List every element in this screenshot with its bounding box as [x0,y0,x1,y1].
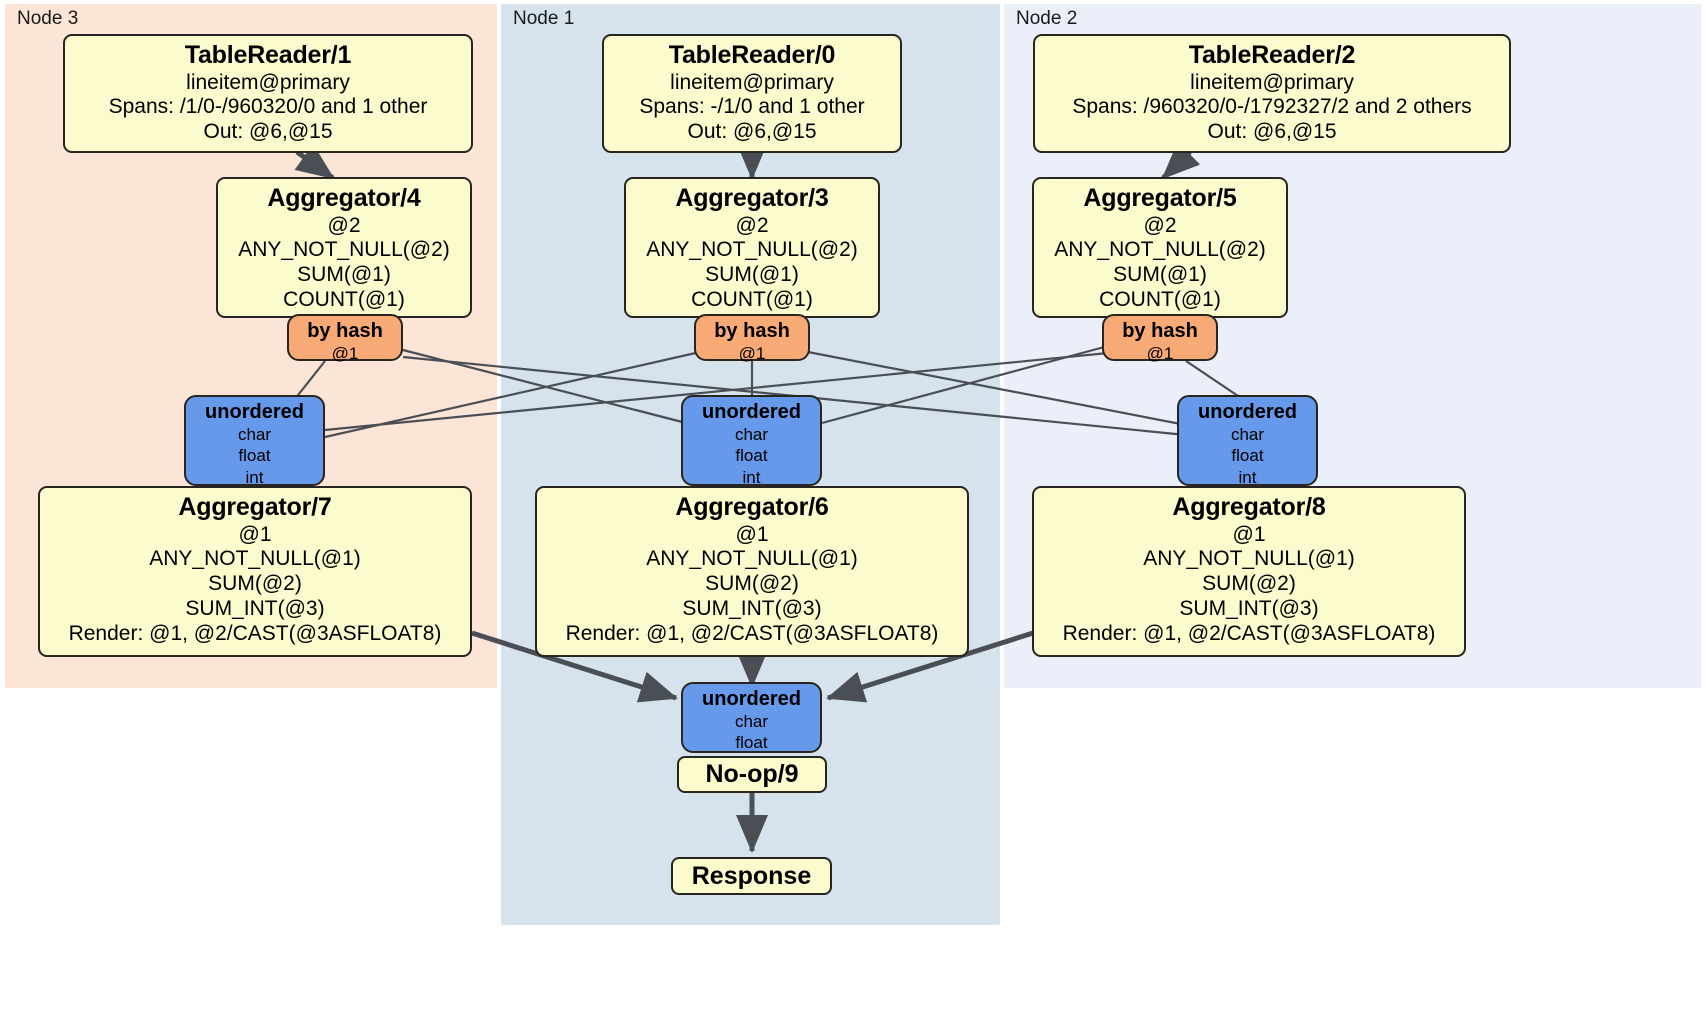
router-title: unordered [702,401,801,423]
router-detail-line: float [735,446,768,466]
processor-detail-line: Render: @1, @2/CAST(@3ASFLOAT8) [68,621,442,645]
processor-detail-line: SUM(@1) [705,263,799,287]
processor-detail-line: Out: @6,@15 [1207,120,1337,144]
processor-aggregator-4[interactable]: Aggregator/4 @2 ANY_NOT_NULL(@2) SUM(@1)… [216,177,472,318]
router-title: by hash [714,320,790,342]
processor-detail-line: COUNT(@1) [283,287,405,311]
processor-title: Response [691,861,812,890]
router-detail-line: @1 [331,344,359,363]
processor-detail-line: ANY_NOT_NULL(@1) [1143,547,1355,571]
processor-title: TableReader/0 [668,41,836,69]
router-detail-line: int [742,467,761,487]
router-detail-line: float [238,446,271,466]
processor-detail-line: Spans: -/1/0 and 1 other [639,95,865,119]
input-sync-unordered-final[interactable]: unordered char float [681,682,822,753]
processor-title: Aggregator/7 [178,493,332,521]
input-sync-unordered-node-3[interactable]: unordered char float int [184,395,325,487]
router-detail-line: float [1231,446,1264,466]
processor-detail-line: Spans: /960320/0-/1792327/2 and 2 others [1072,95,1472,119]
input-sync-unordered-node-2[interactable]: unordered char float int [1177,395,1318,487]
node-panel-label: Node 2 [1016,8,1078,29]
processor-title: TableReader/1 [184,41,352,69]
processor-detail-line: SUM(@1) [1113,263,1207,287]
processor-detail-line: lineitem@primary [1190,70,1354,94]
router-detail-line: int [1238,467,1257,487]
processor-detail-line: Out: @6,@15 [687,120,817,144]
processor-aggregator-8[interactable]: Aggregator/8 @1 ANY_NOT_NULL(@1) SUM(@2)… [1032,486,1466,657]
processor-detail-line: ANY_NOT_NULL(@2) [1054,238,1266,262]
router-title: unordered [1198,401,1297,423]
processor-title: Aggregator/6 [675,493,829,521]
input-sync-unordered-node-1[interactable]: unordered char float int [681,395,822,487]
processor-tablereader-1[interactable]: TableReader/1 lineitem@primary Spans: /1… [63,34,473,153]
processor-aggregator-7[interactable]: Aggregator/7 @1 ANY_NOT_NULL(@1) SUM(@2)… [38,486,472,657]
router-detail-line: char [1230,425,1265,444]
processor-aggregator-5[interactable]: Aggregator/5 @2 ANY_NOT_NULL(@2) SUM(@1)… [1032,177,1288,318]
router-title: by hash [307,320,383,342]
output-router-hash-node-1[interactable]: by hash @1 [694,314,810,363]
processor-title: Aggregator/8 [1172,493,1326,521]
processor-detail-line: ANY_NOT_NULL(@1) [646,547,858,571]
node-panel-label: Node 3 [17,8,79,29]
router-detail-line: @1 [738,344,766,363]
output-router-hash-node-3[interactable]: by hash @1 [287,314,403,363]
processor-detail-line: lineitem@primary [186,70,350,94]
processor-tablereader-0[interactable]: TableReader/0 lineitem@primary Spans: -/… [602,34,902,153]
processor-detail-line: ANY_NOT_NULL(@2) [646,238,858,262]
router-detail-line: int [245,467,264,487]
router-detail-line: @1 [1146,344,1174,363]
processor-detail-line: lineitem@primary [670,70,834,94]
router-title: by hash [1122,320,1198,342]
processor-detail-line: @2 [1143,213,1177,237]
processor-detail-line: COUNT(@1) [691,287,813,311]
processor-detail-line: SUM_INT(@3) [1179,596,1319,620]
processor-tablereader-2[interactable]: TableReader/2 lineitem@primary Spans: /9… [1033,34,1511,153]
output-router-hash-node-2[interactable]: by hash @1 [1102,314,1218,363]
processor-detail-line: @2 [735,213,769,237]
processor-detail-line: Render: @1, @2/CAST(@3ASFLOAT8) [1062,621,1436,645]
router-detail-line: char [734,425,769,444]
processor-detail-line: Render: @1, @2/CAST(@3ASFLOAT8) [565,621,939,645]
processor-detail-line: Spans: /1/0-/960320/0 and 1 other [108,95,428,119]
processor-detail-line: SUM(@1) [297,263,391,287]
processor-detail-line: ANY_NOT_NULL(@1) [149,547,361,571]
processor-detail-line: SUM_INT(@3) [185,596,325,620]
processor-detail-line: @1 [1232,522,1266,546]
router-detail-line: float [735,733,768,753]
router-title: unordered [205,401,304,423]
processor-detail-line: Out: @6,@15 [203,120,333,144]
processor-response[interactable]: Response [671,857,832,895]
router-detail-line: char [237,425,272,444]
processor-detail-line: COUNT(@1) [1099,287,1221,311]
router-detail-line: char [734,712,769,731]
processor-detail-line: SUM(@2) [208,572,302,596]
processor-title: No-op/9 [705,760,799,788]
processor-detail-line: @1 [735,522,769,546]
processor-detail-line: SUM(@2) [705,572,799,596]
processor-detail-line: SUM_INT(@3) [682,596,822,620]
processor-title: Aggregator/5 [1083,184,1237,212]
processor-title: TableReader/2 [1188,41,1356,69]
processor-aggregator-3[interactable]: Aggregator/3 @2 ANY_NOT_NULL(@2) SUM(@1)… [624,177,880,318]
processor-aggregator-6[interactable]: Aggregator/6 @1 ANY_NOT_NULL(@1) SUM(@2)… [535,486,969,657]
router-title: unordered [702,688,801,710]
processor-noop-9[interactable]: No-op/9 [677,756,827,793]
processor-detail-line: @1 [238,522,272,546]
processor-title: Aggregator/3 [675,184,829,212]
processor-detail-line: @2 [327,213,361,237]
node-panel-label: Node 1 [513,8,575,29]
processor-title: Aggregator/4 [267,184,421,212]
processor-detail-line: ANY_NOT_NULL(@2) [238,238,450,262]
processor-detail-line: SUM(@2) [1202,572,1296,596]
